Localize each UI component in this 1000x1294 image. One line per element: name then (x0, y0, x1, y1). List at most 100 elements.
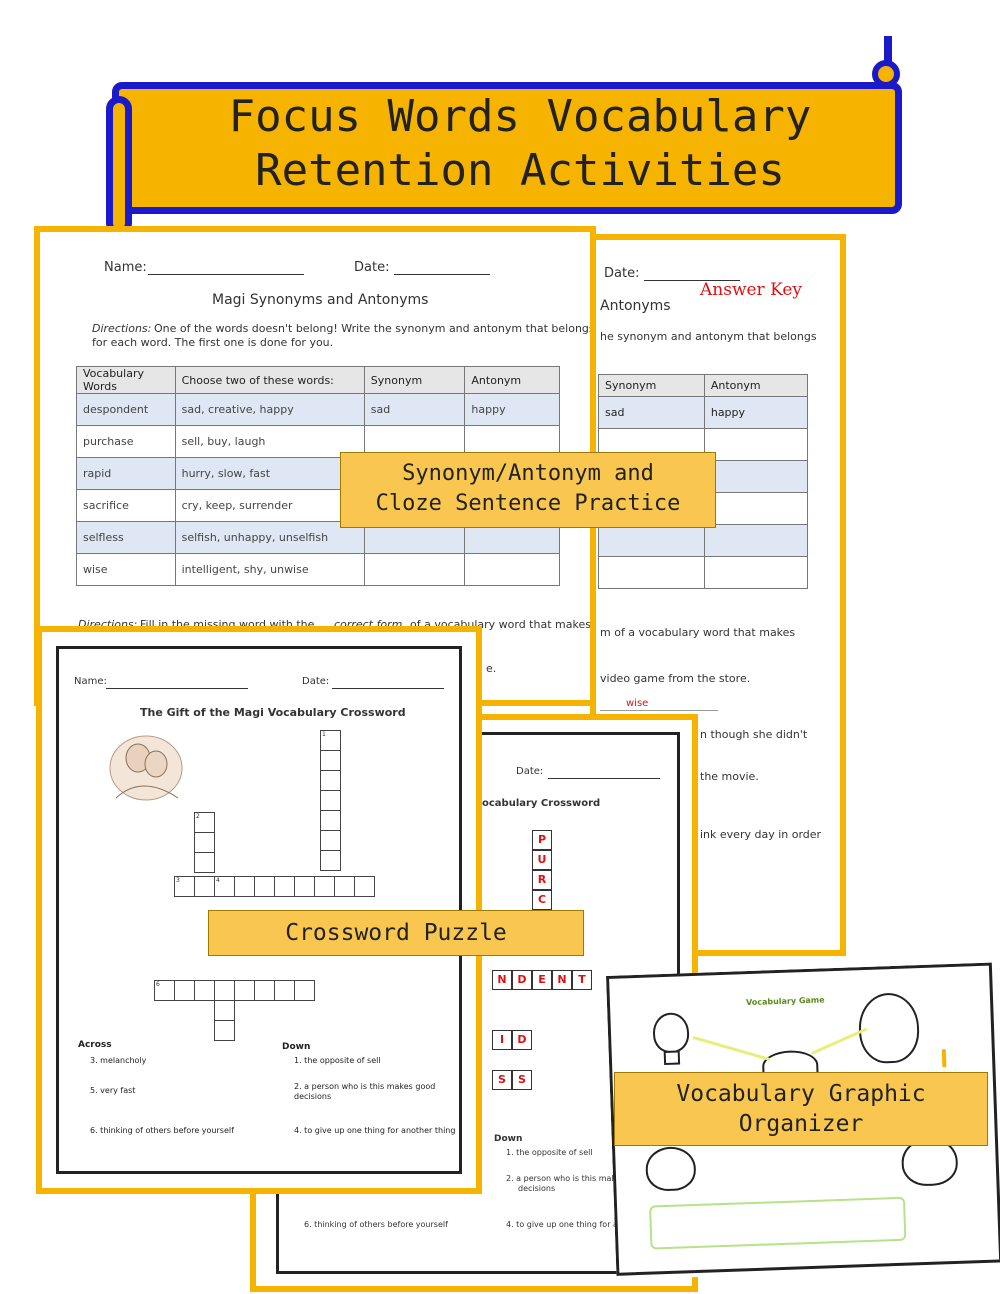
grid-cell[interactable] (314, 876, 335, 897)
answer-letter: I (492, 1030, 512, 1050)
table-row (598, 524, 809, 557)
down-clue: 4. to give up one thing for ano (506, 1220, 628, 1229)
table-cell: sad (363, 393, 466, 426)
clue-number: 6 (156, 981, 160, 988)
grid-cell[interactable] (214, 1000, 235, 1021)
across-clue: 3. melancholy (90, 1056, 147, 1065)
grid-cell[interactable] (320, 770, 341, 791)
date-line (644, 280, 740, 281)
answer-line (600, 710, 718, 711)
answer-letter: D (512, 970, 532, 990)
banner-title: Focus Words Vocabulary Retention Activit… (140, 90, 900, 198)
table-cell: rapid (76, 457, 176, 490)
grid-cell[interactable] (320, 790, 341, 811)
grid-cell[interactable] (320, 830, 341, 851)
grid-cell[interactable] (320, 810, 341, 831)
grid-cell[interactable] (274, 876, 295, 897)
date-line (332, 688, 444, 689)
down-heading: Down (494, 1134, 523, 1144)
label-line: Vocabulary Graphic (676, 1081, 926, 1107)
clue-number: 1 (322, 731, 326, 738)
answer-letter: N (492, 970, 512, 990)
table-cell: wise (76, 553, 176, 586)
cloze-line: the movie. (700, 770, 759, 783)
cloze-directions-fragment: m of a vocabulary word that makes (600, 626, 796, 639)
grid-cell[interactable] (320, 750, 341, 771)
grid-cell[interactable] (194, 980, 215, 1001)
grid-cell[interactable] (214, 1020, 235, 1041)
answer-letter: U (532, 850, 552, 870)
grid-cell[interactable] (254, 980, 275, 1001)
grid-cell[interactable] (234, 980, 255, 1001)
clue-number: 3 (176, 877, 180, 884)
grid-cell[interactable] (254, 876, 275, 897)
answer-letter: S (512, 1070, 532, 1090)
grid-cell[interactable] (320, 850, 341, 871)
cloze-line: ink every day in order (700, 828, 822, 841)
answer-letter: S (492, 1070, 512, 1090)
grid-cell[interactable] (194, 876, 215, 897)
heading-fragment: Antonyms (600, 298, 671, 314)
table-cell: intelligent, shy, unwise (174, 553, 365, 586)
clue-number: 2 (196, 813, 200, 820)
grid-cell[interactable]: 6 (154, 980, 175, 1001)
directions-text: for each word. The first one is done for… (92, 336, 334, 349)
lightbulb-icon (645, 1145, 697, 1192)
grid-cell[interactable] (354, 876, 375, 897)
name-line (106, 688, 248, 689)
arrow-icon (941, 1049, 947, 1068)
table-cell (703, 524, 809, 557)
cloze-line: video game from the store. (600, 672, 751, 685)
grid-cell[interactable] (294, 980, 315, 1001)
table-cell: purchase (76, 425, 176, 458)
answer-letter: T (572, 970, 592, 990)
table-cell: despondent (76, 393, 176, 426)
grid-cell[interactable] (194, 852, 215, 873)
lightbulb-icon (857, 992, 921, 1065)
grid-cell[interactable] (214, 980, 235, 1001)
sentence-box[interactable] (649, 1196, 907, 1250)
grid-cell[interactable]: 1 (320, 730, 341, 751)
grid-cell[interactable]: 4 (214, 876, 235, 897)
down-heading: Down (282, 1042, 311, 1052)
graphic-organizer-label: Vocabulary Graphic Organizer (614, 1072, 988, 1146)
table-cell: happy (703, 396, 809, 429)
table-cell: sell, buy, laugh (174, 425, 365, 458)
synonym-table: Vocabulary Words Choose two of these wor… (76, 366, 560, 586)
grid-cell[interactable]: 2 (194, 812, 215, 833)
table-cell: selfless (76, 521, 176, 554)
directions-fragment: he synonym and antonym that belongs (600, 330, 817, 343)
table-row: despondent sad, creative, happy sad happ… (76, 393, 560, 426)
grid-cell[interactable] (334, 876, 355, 897)
table-cell (703, 556, 809, 589)
answer-letter: E (532, 970, 552, 990)
grid-cell[interactable] (274, 980, 295, 1001)
crossword-label: Crossword Puzzle (208, 910, 584, 956)
worksheet-title: Magi Synonyms and Antonyms (212, 292, 429, 308)
down-clue: 2. a person who is this make (506, 1174, 621, 1183)
banner-scroll-curl (106, 96, 132, 236)
table-cell: hurry, slow, fast (174, 457, 365, 490)
crossword-title-fragment: ocabulary Crossword (482, 798, 601, 809)
grid-cell[interactable] (194, 832, 215, 853)
answer-key-label: Answer Key (700, 280, 802, 300)
grid-cell[interactable] (294, 876, 315, 897)
date-line (548, 778, 660, 779)
table-cell (598, 556, 705, 589)
date-line (394, 274, 490, 275)
table-cell: selfish, unhappy, unselfish (174, 521, 365, 554)
table-row: sad happy (598, 396, 809, 429)
banner-pole (884, 36, 892, 76)
answer-letter: P (532, 830, 552, 850)
date-label: Date: (302, 676, 330, 687)
across-clue: 6. thinking of others before yourself (90, 1126, 234, 1135)
grid-cell[interactable]: 3 (174, 876, 195, 897)
grid-cell[interactable] (174, 980, 195, 1001)
down-clue: 2. a person who is this makes good (294, 1082, 436, 1091)
grid-cell[interactable] (234, 876, 255, 897)
cloze-fragment: e. (486, 662, 497, 675)
down-clue: 1. the opposite of sell (294, 1056, 381, 1065)
date-label: Date: (516, 766, 544, 777)
across-heading: Across (78, 1040, 112, 1050)
name-label: Name: (104, 260, 147, 275)
